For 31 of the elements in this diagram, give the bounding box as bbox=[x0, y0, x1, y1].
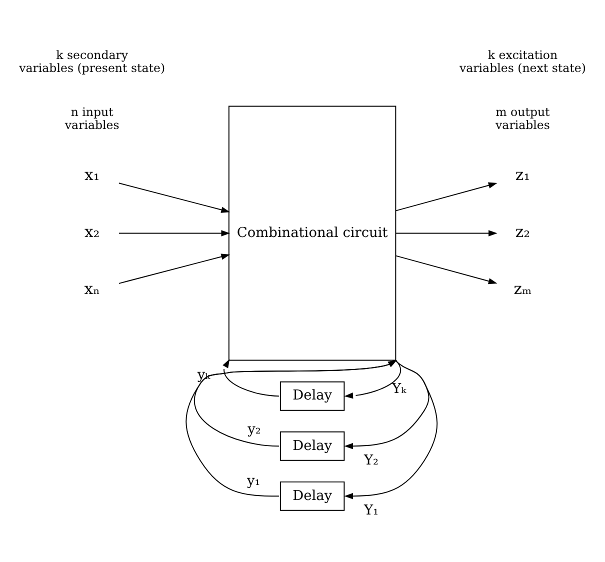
node-text: z₁ bbox=[515, 164, 530, 184]
edge-label: Y₁ bbox=[364, 502, 379, 518]
node-box: Delay bbox=[280, 380, 345, 410]
arrow bbox=[186, 360, 397, 496]
node-box: Delay bbox=[280, 430, 345, 460]
label: n input variables bbox=[64, 104, 120, 132]
node-text: z₂ bbox=[515, 221, 530, 240]
arrow bbox=[194, 360, 397, 446]
node-box: Combinational circuit bbox=[228, 105, 396, 360]
node-box: Delay bbox=[280, 480, 345, 510]
node-text: x₂ bbox=[84, 221, 100, 240]
arrow bbox=[344, 359, 401, 398]
label: m output variables bbox=[496, 104, 550, 132]
arrow bbox=[395, 230, 498, 236]
edge-label: y₁ bbox=[247, 472, 260, 488]
label: k excitation variables (next state) bbox=[460, 48, 586, 74]
arrow bbox=[344, 360, 430, 449]
node-text: xₙ bbox=[84, 278, 100, 298]
edge-label: y₂ bbox=[248, 421, 261, 438]
arrow bbox=[118, 230, 230, 236]
arrow bbox=[222, 358, 280, 396]
edge-label: Y₂ bbox=[364, 452, 379, 468]
arrow bbox=[344, 360, 438, 499]
arrow bbox=[395, 182, 498, 211]
arrow bbox=[118, 182, 230, 212]
arrow bbox=[395, 254, 498, 284]
node-text: x₁ bbox=[84, 164, 100, 184]
node-text: zₘ bbox=[514, 278, 532, 298]
edge-label: Yₖ bbox=[392, 380, 406, 397]
arrow bbox=[118, 253, 230, 284]
label: k secondary variables (present state) bbox=[19, 48, 166, 74]
